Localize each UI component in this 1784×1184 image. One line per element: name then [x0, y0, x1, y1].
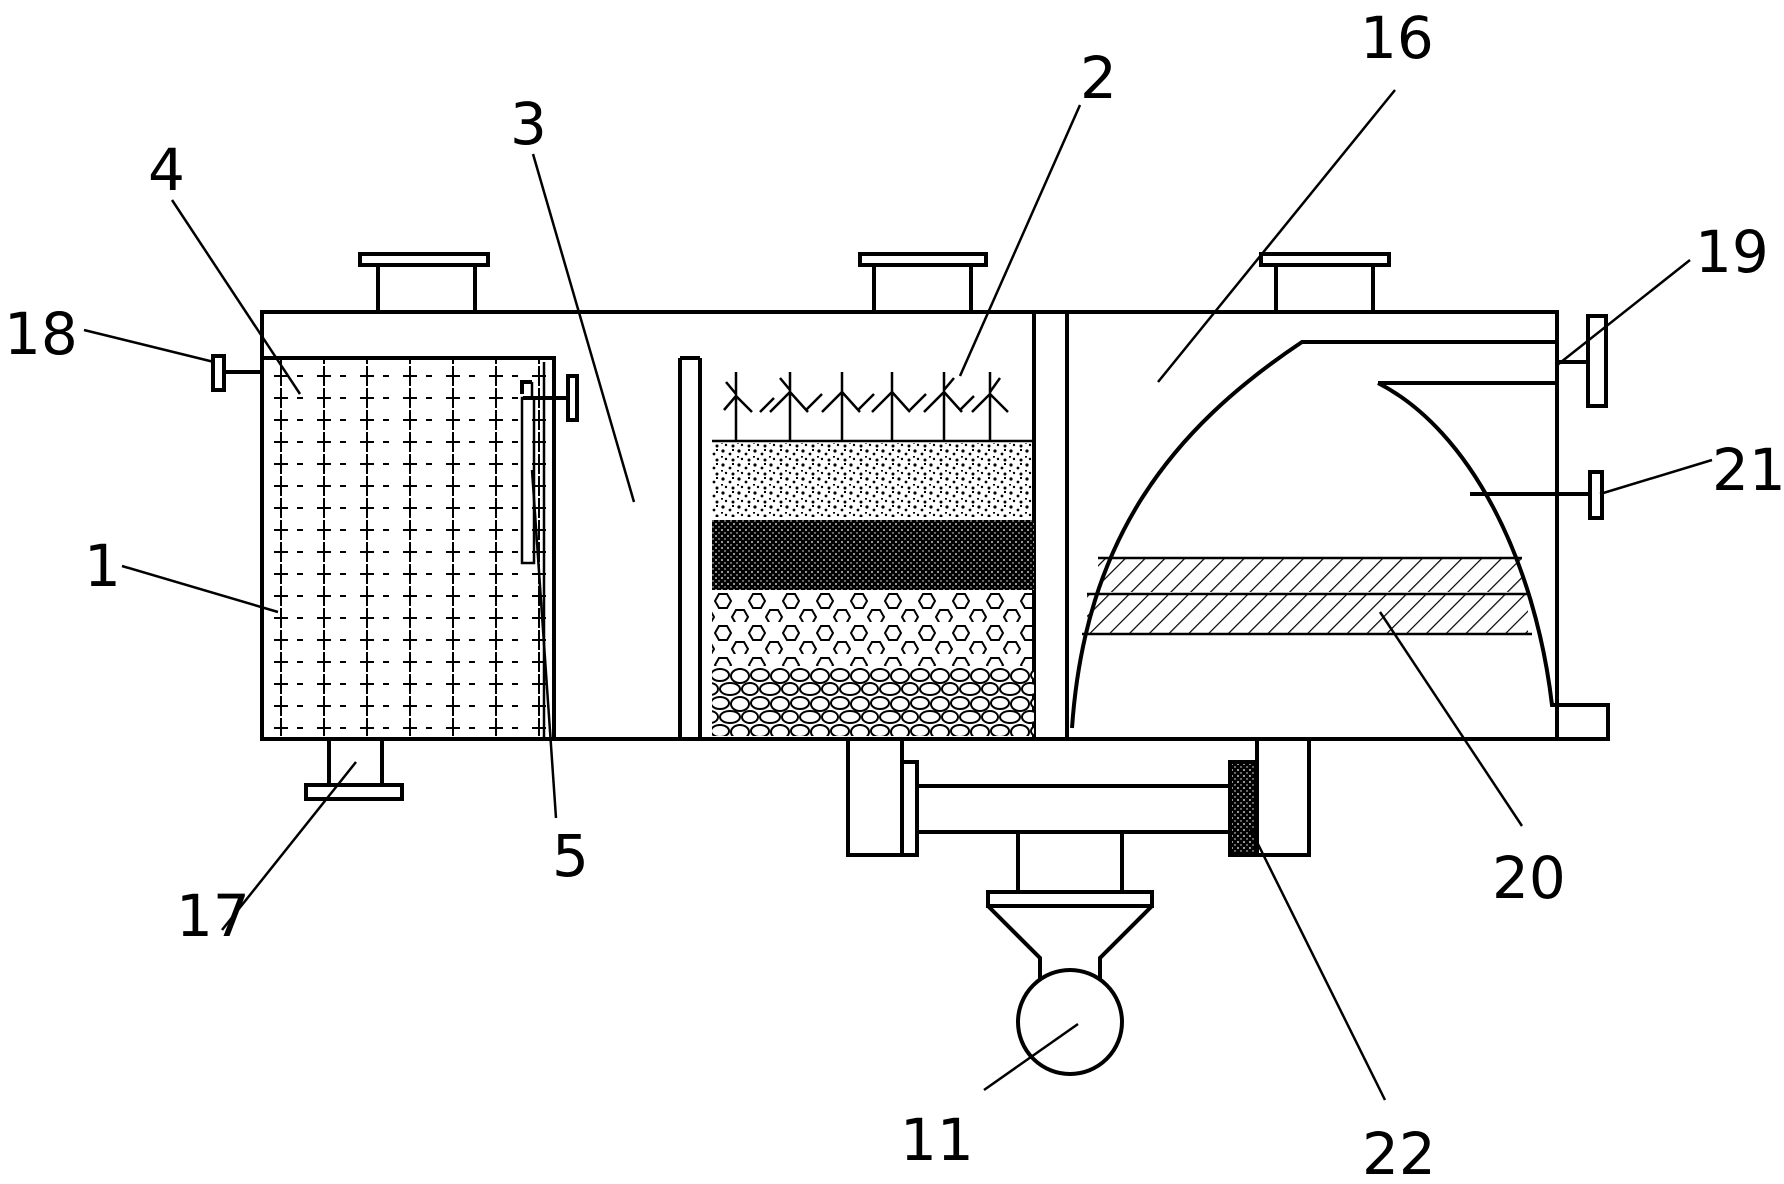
valve-21 — [1470, 470, 1604, 520]
leader-21 — [1599, 458, 1713, 496]
leader-4 — [170, 199, 302, 395]
label-20: 20 — [1492, 844, 1566, 912]
nozzle-middle — [872, 260, 973, 314]
label-17: 17 — [176, 882, 250, 950]
hatched-plate-20-upper — [1098, 558, 1522, 592]
label-2: 2 — [1080, 44, 1117, 112]
bottom-piping — [846, 737, 1311, 1076]
label-5: 5 — [552, 822, 589, 890]
media-layer-hexagon — [712, 593, 1034, 666]
leader-lines — [83, 89, 1713, 1101]
leader-1 — [121, 564, 279, 614]
nozzle-right — [1274, 260, 1375, 314]
leader-2 — [958, 104, 1082, 377]
label-11: 11 — [900, 1106, 974, 1174]
leader-11 — [983, 1022, 1079, 1092]
leader-18 — [83, 328, 215, 364]
leader-3 — [531, 153, 636, 503]
hook-pipe-5 — [520, 374, 579, 565]
dome-outline — [1070, 340, 1557, 729]
label-3: 3 — [510, 90, 547, 158]
leader-22 — [1248, 827, 1387, 1101]
tank-body — [260, 310, 1559, 741]
leader-16 — [1157, 89, 1396, 383]
grid-filter-chamber — [262, 356, 556, 739]
top-nozzles — [358, 252, 1391, 314]
leader-19 — [1555, 259, 1691, 367]
filter-element-22 — [1228, 760, 1259, 857]
label-1: 1 — [84, 532, 121, 600]
leader-20 — [1378, 611, 1524, 827]
media-layer-speckled — [712, 443, 1034, 517]
flange-left — [358, 252, 490, 267]
plants — [723, 372, 1009, 441]
label-22: 22 — [1362, 1120, 1436, 1184]
labels: 1 4 3 2 16 18 19 21 5 17 20 11 22 — [4, 4, 1784, 1184]
grid-filter-element — [264, 358, 554, 736]
leader-5 — [530, 469, 558, 819]
valve-19 — [1557, 314, 1608, 408]
hook-pipe-stem — [520, 396, 536, 565]
flange-right — [1259, 252, 1391, 267]
outlet-17 — [304, 737, 404, 801]
media-filter-chamber — [678, 312, 1069, 739]
pump-11 — [1016, 968, 1124, 1076]
hatched-plate-20-lower — [1087, 594, 1528, 634]
dome-chamber — [1070, 340, 1610, 741]
label-18: 18 — [4, 300, 78, 368]
nozzle-left — [376, 260, 477, 314]
flange-middle — [858, 252, 988, 267]
label-21: 21 — [1712, 436, 1784, 504]
grid-filter-frame — [262, 356, 556, 739]
dome-inner-curve — [1377, 381, 1610, 741]
media-layer-cobble — [712, 668, 1034, 736]
label-16: 16 — [1360, 4, 1434, 72]
media-layer-dense — [712, 520, 1034, 590]
valve-18 — [211, 354, 262, 392]
label-19: 19 — [1695, 218, 1769, 286]
leader-17 — [221, 761, 357, 931]
label-4: 4 — [148, 136, 185, 204]
